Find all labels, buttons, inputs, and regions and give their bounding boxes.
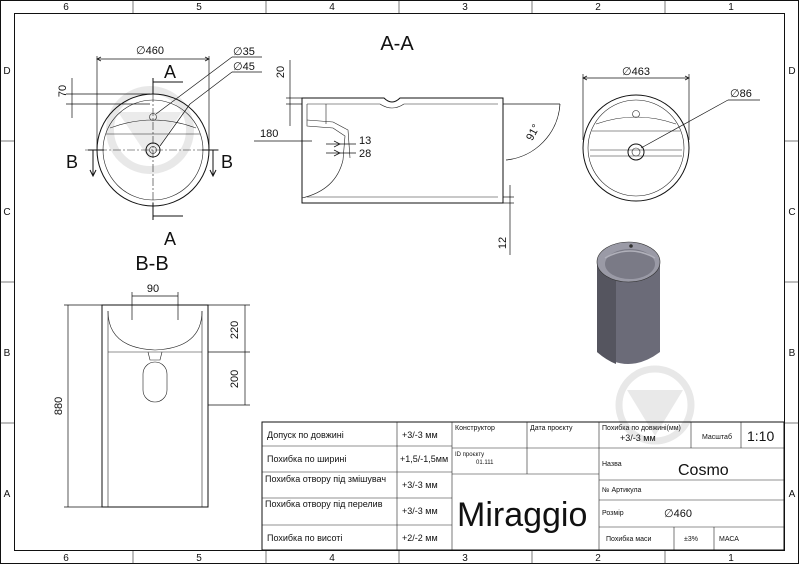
tb-row-4-value: +3/-3 мм [402, 506, 438, 516]
tb-row-4-label: Похибка отвору під перелив [265, 499, 383, 509]
dim-sec-20: 20 [275, 66, 287, 78]
cut-label-b-right: B [221, 152, 233, 172]
tb-rozmir-label: Розмір [602, 509, 624, 517]
row-label-c-left: C [3, 207, 10, 218]
tb-row-3-label: Похибка отвору під змішувач [265, 474, 387, 484]
tb-row-2-value: +1,5/-1,5мм [400, 454, 448, 464]
row-label-c-right: C [788, 207, 795, 218]
tb-pokhybka-dovzhyni: Похибка по довжині(мм) [602, 424, 681, 432]
product-render [596, 241, 661, 364]
tb-masa-label: Похибка маси [606, 535, 652, 543]
col-label-6-bottom: 6 [63, 553, 69, 564]
row-label-b-left: B [4, 348, 11, 359]
dim-bb-220: 220 [229, 321, 241, 339]
tb-data-proektu: Дата проєкту [530, 425, 573, 432]
col-label-4-bottom: 4 [329, 553, 335, 564]
dim-right-86: ∅86 [730, 88, 752, 100]
section-bb-view [64, 292, 250, 508]
col-label-2-bottom: 2 [595, 553, 601, 564]
col-label-2-top: 2 [595, 2, 601, 13]
tb-id-value: 01.111 [476, 460, 494, 466]
tb-nazva-label: Назва [602, 461, 622, 468]
tb-row-1-value: +3/-3 мм [402, 430, 438, 440]
tb-row-3-value: +3/-3 мм [402, 480, 438, 490]
dim-offset-70: 70 [57, 85, 69, 97]
tb-row-5-value: +2/-2 мм [402, 533, 438, 543]
dim-sec-28: 28 [359, 148, 371, 160]
tb-pokhybka-value: +3/-3 мм [620, 433, 656, 443]
col-label-3-top: 3 [462, 2, 468, 13]
col-label-1-bottom: 1 [728, 553, 734, 564]
tb-masa: МАСА [719, 536, 739, 543]
tb-nazva-value: Cosmo [678, 462, 729, 479]
dim-hole-45: ∅45 [233, 61, 255, 73]
watermark-logo-right [615, 365, 695, 445]
row-label-d-left: D [3, 66, 10, 77]
dim-hole-35: ∅35 [233, 46, 255, 58]
cut-label-a-bottom: A [164, 229, 176, 249]
cut-label-b-left: B [66, 152, 78, 172]
col-label-1-top: 1 [728, 2, 734, 13]
tb-brand: Miraggio [457, 496, 587, 534]
row-label-a-right: A [789, 489, 796, 500]
watermark-logo-left [106, 86, 194, 174]
tb-konstruktor: Конструктор [455, 425, 495, 432]
tb-row-5-label: Похибка по висоті [267, 533, 342, 543]
tb-rozmir-value: ∅460 [664, 508, 692, 520]
row-label-d-right: D [788, 66, 795, 77]
section-aa-view [254, 60, 561, 255]
col-label-3-bottom: 3 [462, 553, 468, 564]
col-label-4-top: 4 [329, 2, 335, 13]
tb-masa-value: ±3% [684, 536, 698, 543]
tb-row-1-label: Допуск по довжині [267, 430, 344, 440]
dim-top-diameter: ∅460 [136, 45, 164, 57]
row-label-b-right: B [789, 348, 796, 359]
tb-row-2-label: Похибка по ширині [267, 454, 346, 464]
right-top-view [582, 74, 760, 202]
section-bb-title: B-B [135, 253, 168, 275]
dim-bb-90: 90 [147, 283, 159, 295]
tb-id-proektu: ID проєкту [455, 452, 484, 458]
col-label-5-bottom: 5 [196, 553, 202, 564]
dim-sec-12: 12 [497, 237, 509, 249]
col-label-5-top: 5 [196, 2, 202, 13]
dim-angle: 91° [524, 122, 542, 142]
dim-bb-880: 880 [53, 397, 65, 415]
col-label-6-top: 6 [63, 2, 69, 13]
section-aa-title: A-A [380, 33, 414, 55]
row-label-a-left: A [4, 489, 11, 500]
tb-masshtab-label: Масштаб [702, 433, 732, 441]
tb-artykul-label: № Артикула [602, 487, 642, 494]
dim-sec-13: 13 [359, 135, 371, 147]
title-block [261, 421, 785, 551]
cut-label-a-top: A [164, 62, 176, 82]
tb-masshtab-value: 1:10 [747, 428, 774, 444]
top-view [66, 56, 262, 220]
dim-bb-200: 200 [229, 370, 241, 388]
dim-sec-180: 180 [260, 128, 278, 140]
dim-right-diameter: ∅463 [622, 66, 650, 78]
